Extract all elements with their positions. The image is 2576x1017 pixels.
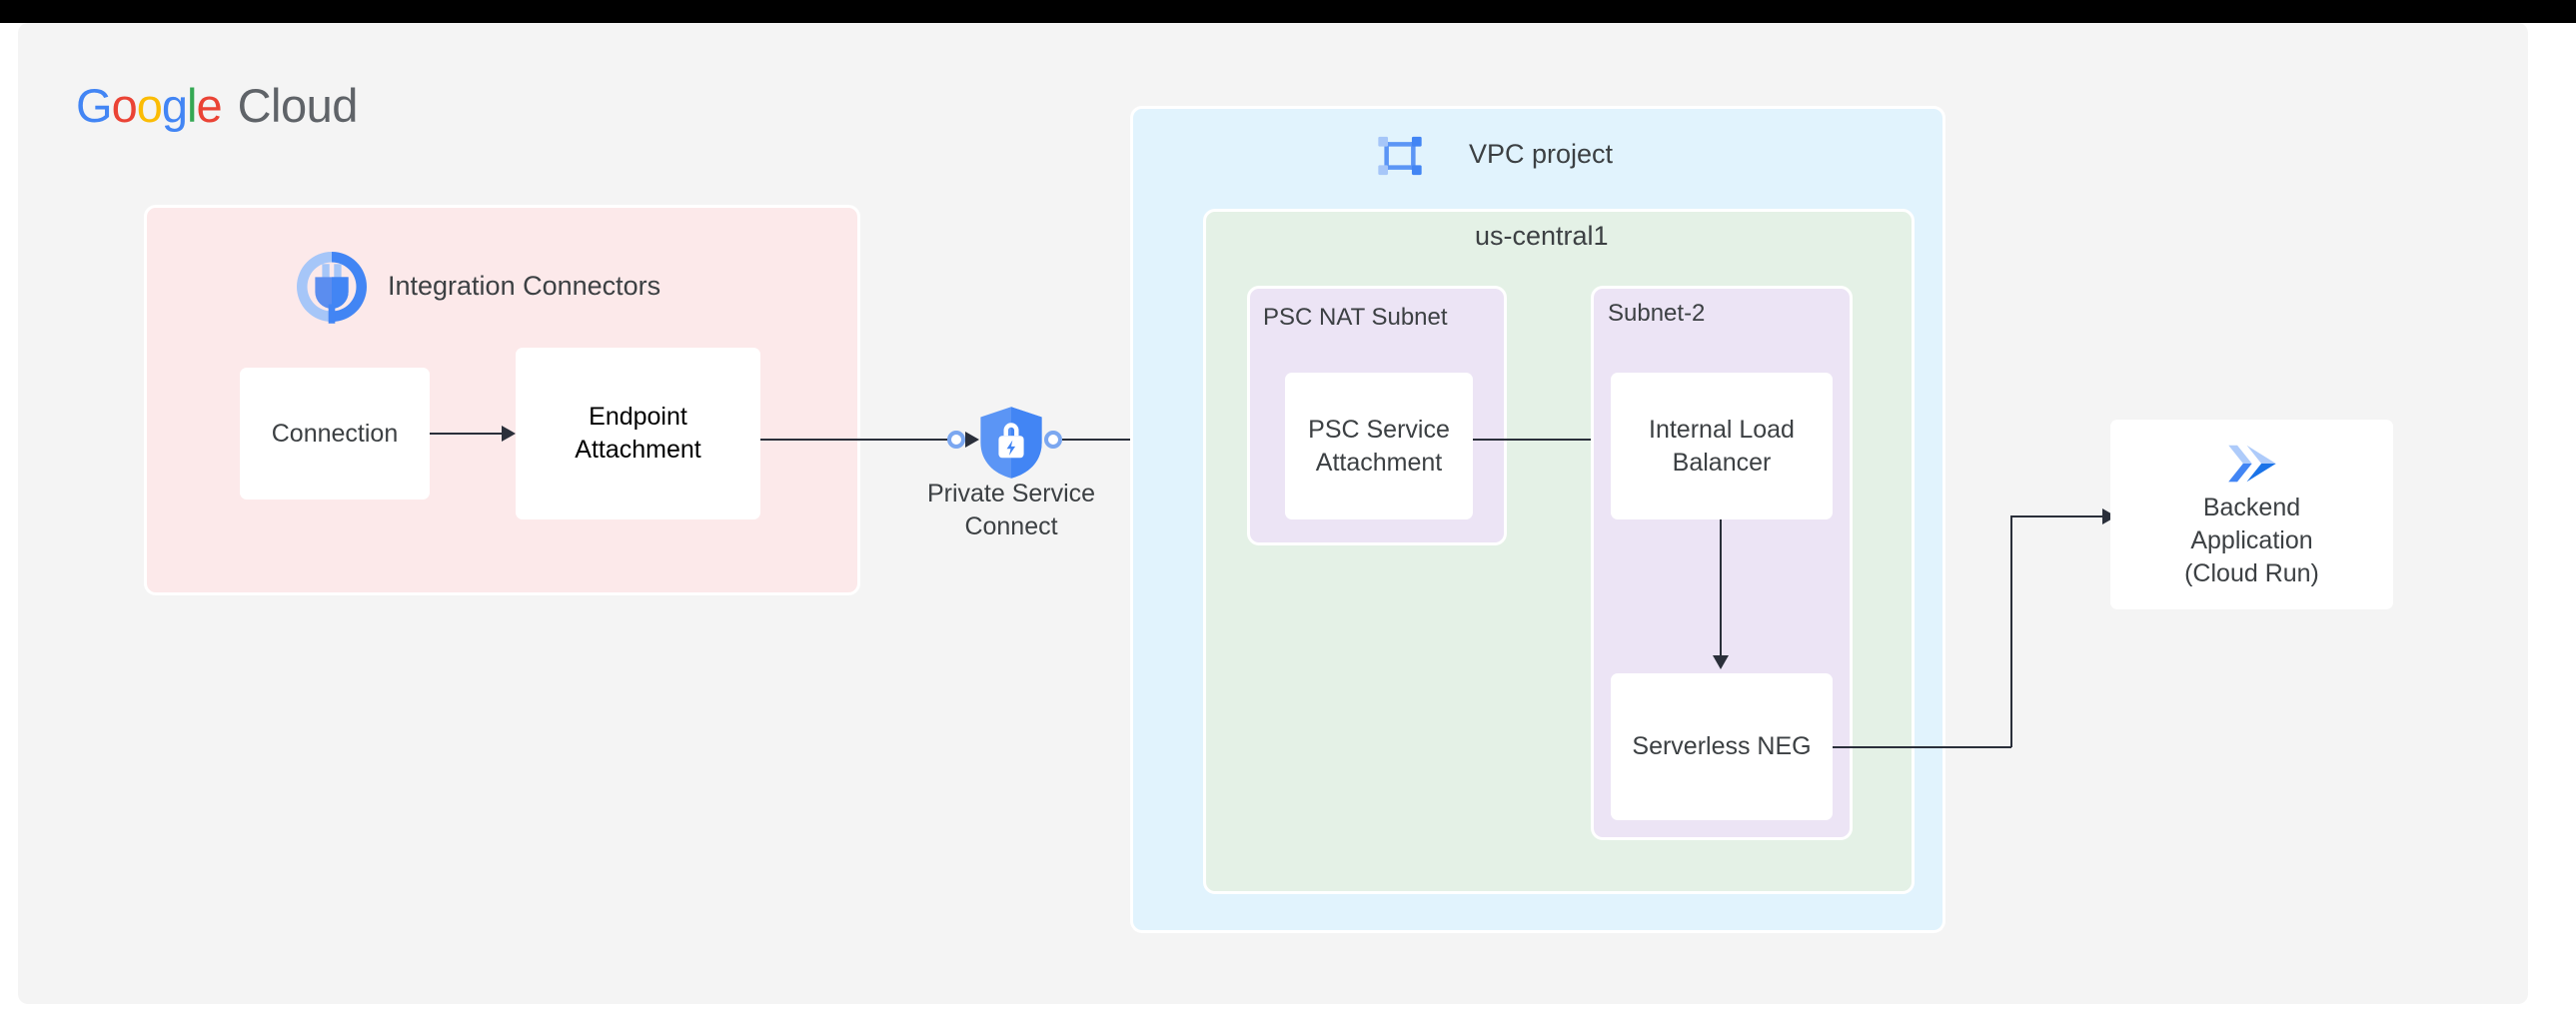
connector-neg-to-backend-seg1 <box>1833 746 2011 748</box>
node-internal-load-balancer[interactable]: Internal Load Balancer <box>1611 373 1833 519</box>
node-serverless-neg[interactable]: Serverless NEG <box>1611 673 1833 820</box>
zone-label-subnet-2: Subnet-2 <box>1608 300 1706 327</box>
connector-ilb-to-serverless-neg <box>1720 519 1722 657</box>
node-connection[interactable]: Connection <box>240 368 430 500</box>
zone-label-integration-connectors: Integration Connectors <box>388 271 661 301</box>
connector-connection-to-endpoint <box>430 433 502 435</box>
node-psc-service-attachment-label: PSC Service Attachment <box>1308 415 1450 477</box>
logo-letter-o2: o <box>136 78 163 132</box>
psc-port-left <box>947 431 965 449</box>
connector-neg-to-backend-seg3 <box>2010 515 2105 517</box>
arrowhead-ilb-to-serverless-neg <box>1713 655 1729 669</box>
node-endpoint-attachment[interactable]: Endpoint Attachment <box>516 348 760 519</box>
zone-label-region: us-central1 <box>1475 221 1609 251</box>
cloud-wordmark: Cloud <box>237 78 359 132</box>
zone-label-vpc-project: VPC project <box>1469 139 1614 169</box>
connector-service-attachment-to-ilb <box>1473 439 1601 441</box>
node-connection-label: Connection <box>271 419 399 448</box>
private-service-connect-shield-lock-icon <box>977 405 1045 481</box>
logo-letter-e: e <box>196 78 222 132</box>
psc-port-right <box>1044 431 1062 449</box>
node-backend-application[interactable]: Backend Application (Cloud Run) <box>2110 420 2393 609</box>
arrowhead-endpoint-to-psc <box>965 432 979 448</box>
logo-letter-l: l <box>186 78 198 132</box>
node-internal-load-balancer-label: Internal Load Balancer <box>1649 415 1795 477</box>
node-serverless-neg-label: Serverless NEG <box>1632 732 1812 760</box>
arrowhead-connection-to-endpoint <box>502 426 516 442</box>
zone-label-psc-nat-subnet: PSC NAT Subnet <box>1263 304 1448 331</box>
vpc-network-icon <box>1374 130 1426 182</box>
node-psc-service-attachment[interactable]: PSC Service Attachment <box>1285 373 1473 519</box>
node-endpoint-attachment-label: Endpoint Attachment <box>575 403 701 464</box>
logo-letter-o1: o <box>111 78 138 132</box>
logo-letter-g1: G <box>76 78 113 132</box>
node-backend-application-label: Backend Application (Cloud Run) <box>2184 493 2319 587</box>
top-black-bar <box>0 0 2576 23</box>
connector-neg-to-backend-seg2 <box>2010 516 2012 747</box>
cloud-run-icon <box>2221 440 2283 488</box>
logo-letter-g2: g <box>161 78 188 132</box>
service-label-private-service-connect: Private Service Connect <box>926 480 1096 540</box>
connector-endpoint-to-psc <box>760 439 952 441</box>
integration-connectors-icon <box>290 245 374 329</box>
